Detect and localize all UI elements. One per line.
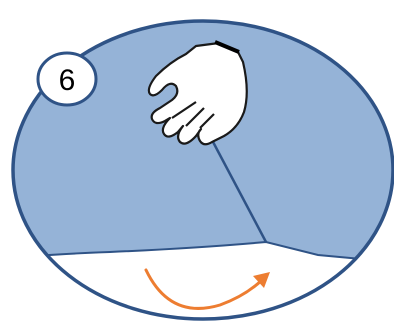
step-number-badge: 6	[38, 53, 96, 105]
step-number: 6	[59, 64, 76, 97]
